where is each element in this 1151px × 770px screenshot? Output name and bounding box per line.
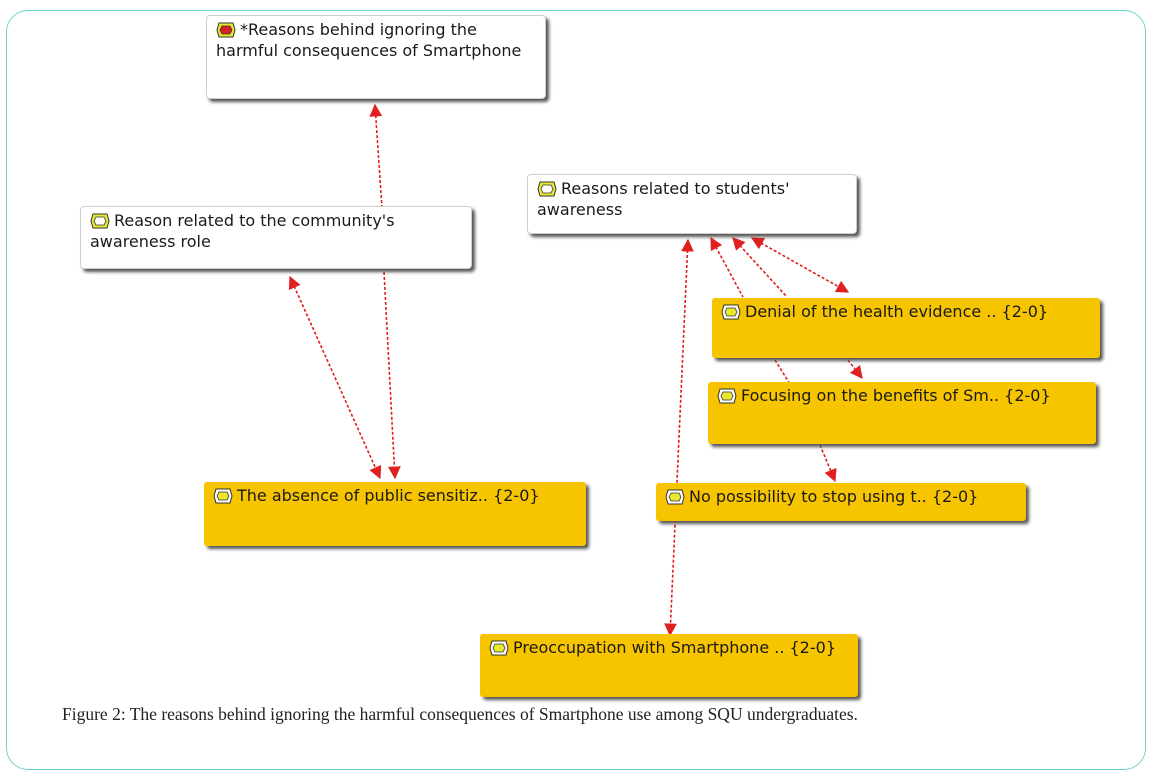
quotation-icon bbox=[721, 303, 741, 321]
node-focusing[interactable]: Focusing on the benefits of Sm.. {2-0} bbox=[708, 382, 1096, 444]
node-absence-label: The absence of public sensitiz.. {2-0} bbox=[237, 486, 540, 505]
node-no-possibility[interactable]: No possibility to stop using t.. {2-0} bbox=[656, 483, 1026, 521]
node-students-label: Reasons related to students' awareness bbox=[537, 179, 790, 219]
node-preoccupation-label: Preoccupation with Smartphone .. {2-0} bbox=[513, 638, 836, 657]
figure-caption: Figure 2: The reasons behind ignoring th… bbox=[62, 704, 858, 724]
quotation-icon bbox=[213, 487, 233, 505]
edge-community-root bbox=[369, 103, 383, 209]
node-community-label: Reason related to the community's awaren… bbox=[90, 211, 395, 251]
node-no-possibility-label: No possibility to stop using t.. {2-0} bbox=[689, 487, 979, 506]
edge-students-denial-1 bbox=[710, 236, 744, 298]
node-focusing-label: Focusing on the benefits of Sm.. {2-0} bbox=[741, 386, 1051, 405]
edge-focusing-nopossibility bbox=[819, 444, 837, 483]
edge-denial-focusing bbox=[847, 359, 863, 380]
quotation-icon bbox=[717, 387, 737, 405]
node-preoccupation[interactable]: Preoccupation with Smartphone .. {2-0} bbox=[480, 634, 858, 697]
node-students[interactable]: Reasons related to students' awareness bbox=[527, 174, 857, 234]
edge-students-denial-3 bbox=[750, 237, 850, 293]
node-root[interactable]: *Reasons behind ignoring the harmful con… bbox=[206, 15, 546, 99]
edge-students-preoccupation bbox=[664, 238, 694, 637]
code-family-icon bbox=[216, 21, 236, 39]
node-denial[interactable]: Denial of the health evidence .. {2-0} bbox=[712, 298, 1100, 358]
edge-community-absence-2 bbox=[383, 271, 401, 480]
node-absence[interactable]: The absence of public sensitiz.. {2-0} bbox=[204, 482, 586, 546]
code-icon bbox=[537, 180, 557, 198]
edge-students-denial-2 bbox=[732, 237, 788, 298]
edge-community-absence-1 bbox=[288, 275, 382, 480]
code-icon bbox=[90, 212, 110, 230]
node-root-label: *Reasons behind ignoring the harmful con… bbox=[216, 20, 522, 60]
node-community[interactable]: Reason related to the community's awaren… bbox=[80, 206, 472, 269]
edge-denial-focusing-a bbox=[774, 359, 791, 385]
quotation-icon bbox=[489, 639, 509, 657]
quotation-icon bbox=[665, 488, 685, 506]
node-denial-label: Denial of the health evidence .. {2-0} bbox=[745, 302, 1049, 321]
